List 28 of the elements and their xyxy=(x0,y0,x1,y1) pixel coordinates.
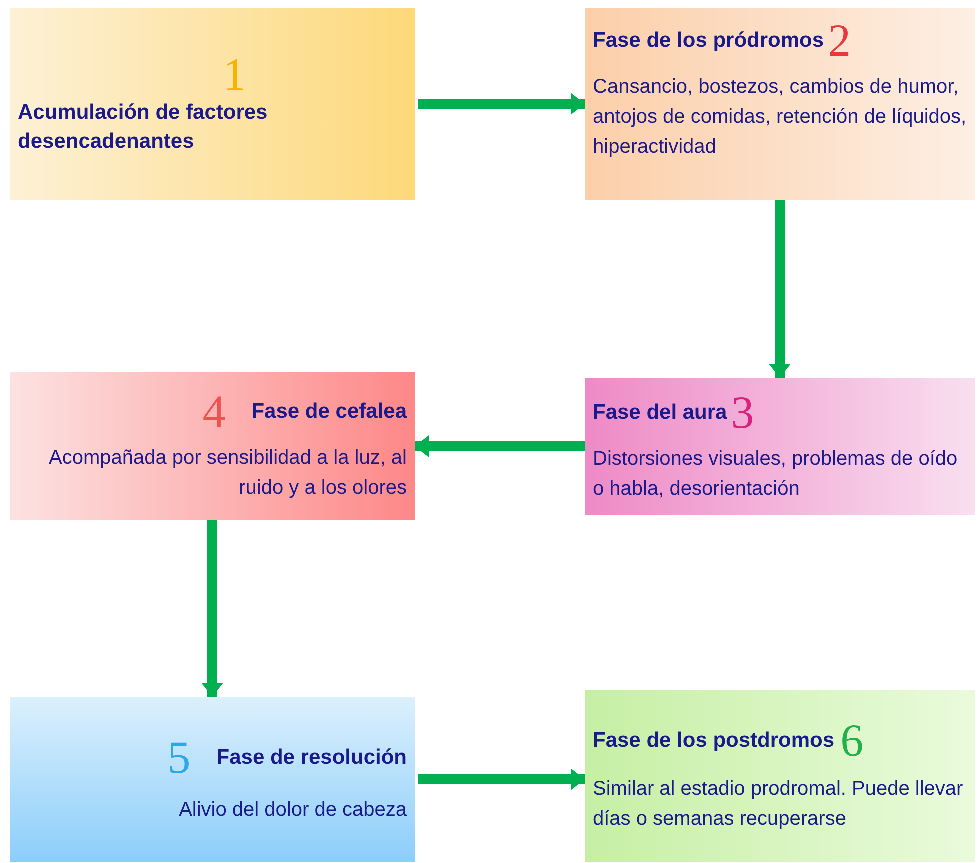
step-box xyxy=(10,372,415,520)
step-number: 3 xyxy=(731,390,754,436)
step-description: Alivio del dolor de cabeza xyxy=(179,798,407,822)
step-description: Distorsiones visuales, problemas de oído o habla, desorientación xyxy=(593,446,959,502)
step-description: Similar al estadio prodromal. Puede llevar días o semanas recuperarse xyxy=(593,777,964,832)
step-heading: Fase de cefalea xyxy=(252,399,407,426)
step-box xyxy=(585,378,975,515)
step-box xyxy=(585,8,975,200)
step-number: 1 xyxy=(223,52,246,98)
step-heading: Fase de resolución xyxy=(216,744,407,771)
step-number: 2 xyxy=(828,18,852,64)
step-number: 4 xyxy=(202,389,226,435)
step-box xyxy=(585,690,975,862)
arrow xyxy=(202,520,224,697)
step-number: 5 xyxy=(168,734,191,780)
step-box xyxy=(10,697,415,862)
step-heading: Fase del aura xyxy=(593,400,728,426)
step-heading: Acumulación de factores desencadenantes xyxy=(18,100,269,155)
arrow xyxy=(418,768,585,790)
arrow xyxy=(769,200,791,378)
step-description: Acompañada por sensibilidad a la luz, al ruido y a los olores xyxy=(48,446,407,501)
step-heading: Fase de los pródromos xyxy=(593,28,824,54)
arrow xyxy=(415,436,585,458)
step-description: Cansancio, bostezos, cambios de humor, antojos de comidas, retención de líquidos, hiperactividad xyxy=(593,75,967,160)
arrow xyxy=(418,93,585,115)
step-box xyxy=(10,8,415,200)
step-heading: Fase de los postdromos xyxy=(593,728,835,754)
step-number: 6 xyxy=(840,718,864,764)
